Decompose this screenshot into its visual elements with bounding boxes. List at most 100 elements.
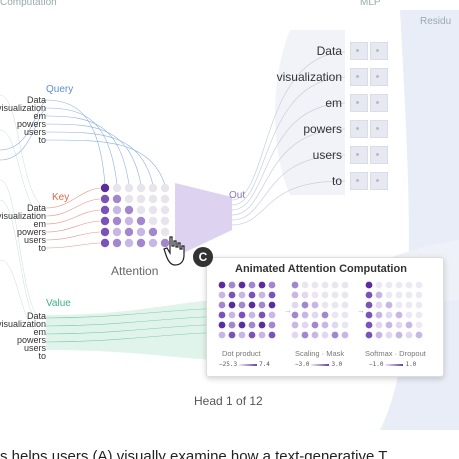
key-token[interactable]: Data: [26, 203, 46, 213]
attention-cell: [112, 216, 122, 226]
mlp-token[interactable]: visualization: [276, 70, 342, 84]
attention-group-label: Attention: [111, 264, 159, 278]
popup-matrix-cell: [268, 291, 276, 299]
mlp-cell: [370, 68, 388, 86]
popup-matrix-cell: [375, 281, 383, 289]
popup-matrix-cell: [365, 301, 373, 309]
key-token[interactable]: visualization: [0, 211, 46, 221]
mlp-token[interactable]: Data: [316, 44, 342, 58]
popup-matrix-cell: [258, 281, 266, 289]
popup-matrix-cell: [405, 281, 413, 289]
key-token[interactable]: powers: [16, 227, 46, 237]
value-token[interactable]: visualization: [0, 319, 46, 329]
popup-matrix-cell: [341, 331, 349, 339]
animated-attention-popup[interactable]: Animated Attention Computation →→ Dot pr…: [206, 257, 444, 377]
mlp-cell: [350, 42, 368, 60]
popup-matrix-cell: [375, 311, 383, 319]
popup-matrix-cell: [341, 321, 349, 329]
range-min: −25.3: [219, 361, 238, 368]
popup-matrix-cell: [301, 321, 309, 329]
popup-matrix-cell: [415, 291, 423, 299]
mlp-token[interactable]: to: [331, 174, 342, 188]
attention-cell: [136, 194, 146, 204]
range-max: 7.4: [259, 361, 270, 368]
popup-matrix-cell: [365, 291, 373, 299]
popup-matrix-cell: [268, 281, 276, 289]
value-token[interactable]: to: [38, 351, 46, 361]
mlp-token[interactable]: powers: [303, 122, 342, 136]
popup-matrix-cell: [375, 321, 383, 329]
query-token[interactable]: users: [23, 127, 46, 137]
popup-matrix-cell: [405, 331, 413, 339]
popup-matrix-cell: [268, 321, 276, 329]
query-token[interactable]: to: [38, 135, 46, 145]
range-max: 3.0: [331, 361, 343, 368]
key-token[interactable]: to: [38, 243, 46, 253]
key-links: [45, 187, 101, 249]
popup-matrix-cell: [228, 311, 236, 319]
popup-matrix-cell: [331, 291, 339, 299]
section-residual-label: Residu: [420, 16, 452, 27]
attention-cell: [100, 238, 110, 248]
query-token[interactable]: em: [33, 111, 46, 121]
head-selector-label[interactable]: Head 1 of 12: [194, 394, 263, 408]
popup-matrix-cell: [238, 331, 246, 339]
popup-matrix-cell: [341, 281, 349, 289]
popup-matrix-cell: [385, 321, 393, 329]
attention-cell: [124, 238, 134, 248]
mlp-token[interactable]: users: [312, 148, 342, 162]
popup-matrix-cell: [291, 331, 299, 339]
query-token[interactable]: powers: [16, 119, 46, 129]
popup-matrix-cell: [415, 331, 423, 339]
popup-matrix-cell: [331, 311, 339, 319]
popup-matrix-cell: [248, 321, 256, 329]
attention-cell: [148, 194, 158, 204]
key-token[interactable]: users: [23, 235, 46, 245]
attention-cell: [148, 227, 158, 237]
attention-cell: [160, 205, 170, 215]
attention-cell: [148, 205, 158, 215]
mlp-cell-dot: [376, 101, 379, 104]
mlp-cell: [370, 120, 388, 138]
attention-cell: [124, 205, 134, 215]
attention-cell: [100, 183, 110, 193]
range-gradient: [385, 363, 404, 366]
value-token[interactable]: Data: [26, 311, 46, 321]
query-token[interactable]: visualization: [0, 103, 46, 113]
attention-cell: [160, 194, 170, 204]
popup-matrix-cell: [228, 321, 236, 329]
query-token[interactable]: Data: [26, 95, 46, 105]
popup-matrix-cell: [301, 281, 309, 289]
step-arrow-icon: →: [357, 306, 365, 315]
step-arrow-icon: →: [284, 306, 292, 315]
popup-matrix-cell: [291, 301, 299, 309]
attention-cell: [124, 227, 134, 237]
mlp-token[interactable]: em: [325, 96, 342, 110]
mlp-cell: [350, 94, 368, 112]
value-token[interactable]: powers: [16, 335, 46, 345]
popup-matrix-cell: [331, 281, 339, 289]
out-to-mlp-links: [231, 51, 346, 226]
step-label-dot-product: Dot product: [222, 349, 261, 358]
popup-matrix-cell: [321, 301, 329, 309]
popup-matrix-cell: [301, 311, 309, 319]
value-token[interactable]: users: [23, 343, 46, 353]
attention-cell: [112, 238, 122, 248]
mlp-cell-dot: [356, 153, 359, 156]
key-token[interactable]: em: [33, 219, 46, 229]
popup-matrix-cell: [321, 321, 329, 329]
popup-matrix-cell: [238, 321, 246, 329]
popup-matrix-cell: [375, 291, 383, 299]
popup-matrix-cell: [395, 301, 403, 309]
mlp-flow-band: [275, 30, 345, 195]
attention-cell: [148, 183, 158, 193]
popup-matrix-cell: [248, 301, 256, 309]
hand-pointer-icon: [163, 236, 185, 266]
value-token[interactable]: em: [33, 327, 46, 337]
mlp-cell-dot: [376, 49, 379, 52]
popup-matrix-cell: [331, 321, 339, 329]
popup-matrix-cell: [311, 301, 319, 309]
